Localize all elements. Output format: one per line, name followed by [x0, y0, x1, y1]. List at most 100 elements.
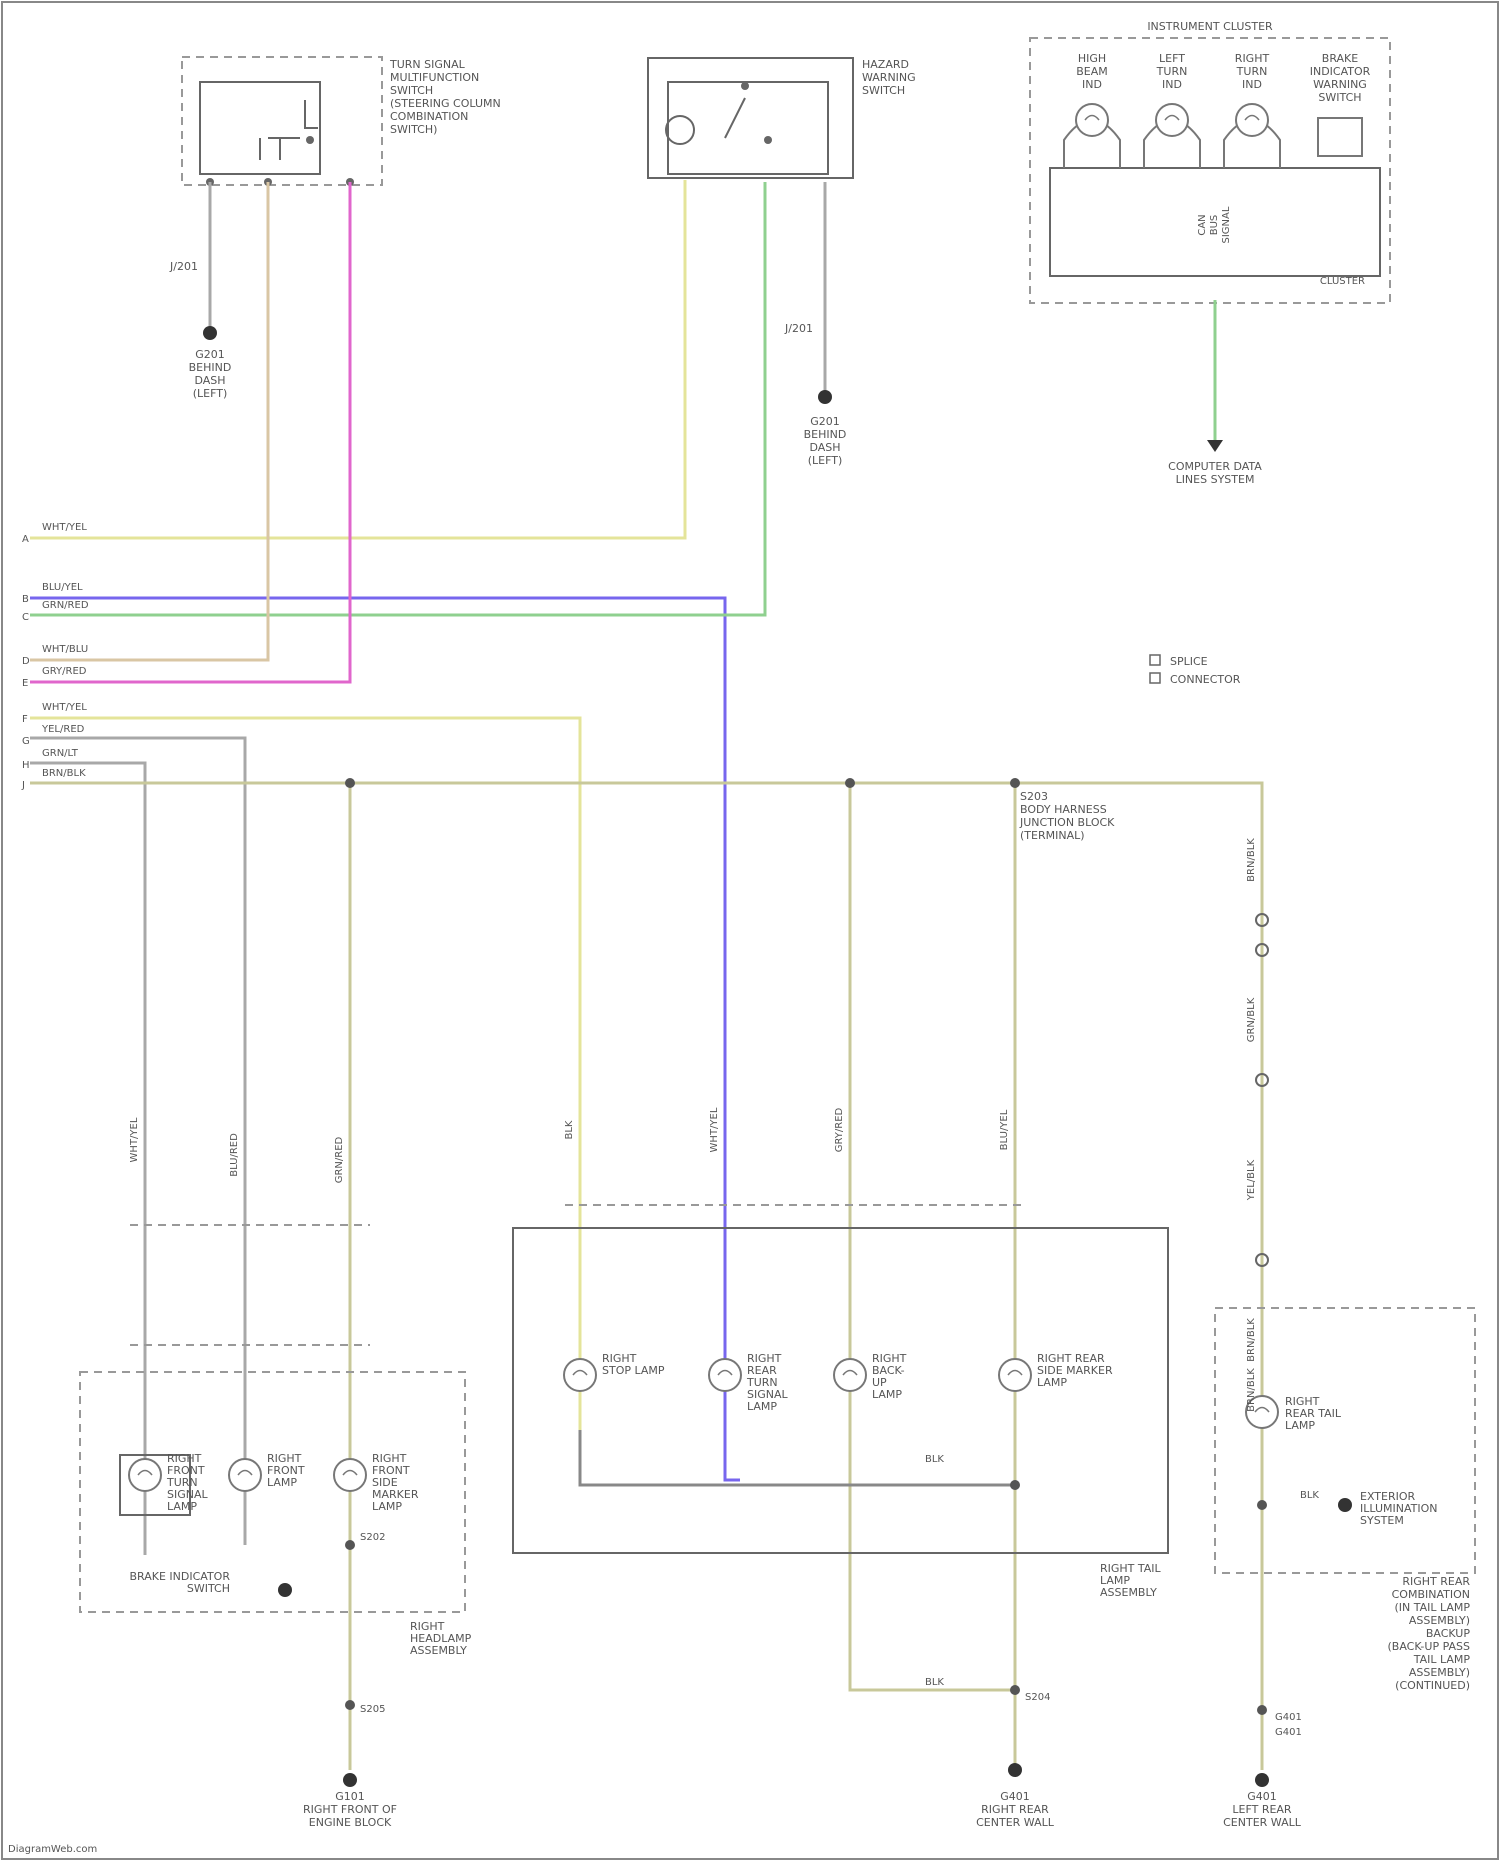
- ground-icon: [203, 326, 217, 340]
- hazard-switch-text: SWITCH: [862, 84, 905, 97]
- bus-wire-label: WHT/YEL: [42, 702, 87, 713]
- wire-vertical-label: GRN/RED: [334, 1136, 345, 1183]
- cluster-item-label: HIGH: [1078, 52, 1106, 65]
- bus-pin-label: C: [22, 612, 29, 623]
- ground-icon: [1255, 1773, 1269, 1787]
- front-lamp-icon: [129, 1459, 161, 1491]
- cluster-item-label: BRAKE: [1322, 52, 1358, 65]
- cluster-item-label: IND: [1082, 78, 1102, 91]
- splice-label: S204: [1025, 1692, 1050, 1703]
- splice-label: S202: [360, 1532, 385, 1543]
- hazard-switch-text: HAZARD: [862, 58, 909, 71]
- ground-label-bottom: CENTER WALL: [1223, 1816, 1302, 1829]
- right-splice-label: BODY HARNESS: [1020, 803, 1107, 816]
- rear-lamp-icon: [834, 1359, 866, 1391]
- cluster-title: INSTRUMENT CLUSTER: [1147, 20, 1273, 33]
- hazard-switch-text: WARNING: [862, 71, 916, 84]
- ground-label-top-middle: DASH: [809, 441, 840, 454]
- blk-label: BLK: [925, 1677, 944, 1688]
- ground-label-bottom: ENGINE BLOCK: [309, 1816, 392, 1829]
- ground-icon: [1338, 1498, 1352, 1512]
- junction-mark: J/201: [784, 322, 813, 335]
- wire-vertical-label: YEL/BLK: [1246, 1159, 1257, 1201]
- far-right-assembly-label: (IN TAIL LAMP: [1394, 1601, 1470, 1614]
- ground-label-bottom: G101: [335, 1790, 365, 1803]
- ground-label-bottom: G401: [1247, 1790, 1277, 1803]
- cluster-item-label: LEFT: [1159, 52, 1185, 65]
- front-lamp-label: LAMP: [267, 1476, 297, 1489]
- wire-vertical-label: GRN/BLK: [1246, 997, 1257, 1042]
- bus-wire-label: WHT/BLU: [42, 644, 88, 655]
- rear-lamp-label: LAMP: [872, 1388, 902, 1401]
- cluster-item-label: RIGHT: [1235, 52, 1270, 65]
- bottom-ground-mark: G401: [1275, 1712, 1302, 1723]
- far-right-assembly-label: ASSEMBLY): [1409, 1666, 1470, 1679]
- front-lamp-label: LAMP: [167, 1500, 197, 1513]
- wire-vertical-label: BRN/BLK: [1246, 1368, 1257, 1412]
- wire-vertical-label: BRN/BLK: [1246, 838, 1257, 882]
- rear-lamp-label: LAMP: [1037, 1376, 1067, 1389]
- wire-vertical-label: BLK: [564, 1120, 575, 1139]
- cluster-module-text: CAN: [1197, 214, 1208, 235]
- legend-splice-label: SPLICE: [1170, 655, 1208, 668]
- turn-signal-switch-text: SWITCH: [390, 84, 433, 97]
- bus-wire-label: WHT/YEL: [42, 522, 87, 533]
- ground-label-top-middle: G201: [810, 415, 840, 428]
- rear-lamp-icon: [709, 1359, 741, 1391]
- ground-icon: [343, 1773, 357, 1787]
- bus-wire-label: BLU/YEL: [42, 582, 83, 593]
- bus-wire-label: BRN/BLK: [42, 768, 86, 779]
- cluster-item-label: IND: [1242, 78, 1262, 91]
- far-right-assembly-label: BACKUP: [1426, 1627, 1471, 1640]
- bus-pin-label: E: [22, 678, 28, 689]
- wire-vertical-label: WHT/YEL: [709, 1107, 720, 1152]
- ground-icon: [1008, 1763, 1022, 1777]
- front-lamp-icon: [229, 1459, 261, 1491]
- far-right-assembly-label: (CONTINUED): [1395, 1679, 1470, 1692]
- far-right-assembly-label: COMBINATION: [1392, 1588, 1470, 1601]
- wire-vertical-label: GRY/RED: [834, 1107, 845, 1152]
- cluster-item-label: BEAM: [1076, 65, 1108, 78]
- bus-wire-label: GRN/LT: [42, 748, 79, 759]
- bus-pin-label: B: [22, 594, 29, 605]
- ground-label-top-middle: BEHIND: [804, 428, 847, 441]
- turn-signal-switch-text: TURN SIGNAL: [389, 58, 466, 71]
- rear-assembly-label: ASSEMBLY: [1100, 1586, 1157, 1599]
- far-right-lamp-label: LAMP: [1285, 1419, 1315, 1432]
- legend-connector-label: CONNECTOR: [1170, 673, 1241, 686]
- turn-signal-switch-text: COMBINATION: [390, 110, 468, 123]
- far-right-assembly-label: TAIL LAMP: [1413, 1653, 1471, 1666]
- rear-lamp-icon: [999, 1359, 1031, 1391]
- cluster-module-text: BUS: [1209, 215, 1220, 236]
- cluster-module-text: SIGNAL: [1221, 206, 1232, 243]
- bus-pin-label: G: [22, 736, 30, 747]
- ground-icon: [818, 390, 832, 404]
- ground-label-top-left: G201: [195, 348, 225, 361]
- wire-vertical-label: BRN/BLK: [1246, 1318, 1257, 1362]
- bus-pin-label: D: [22, 656, 30, 667]
- right-splice-label: S203: [1020, 790, 1048, 803]
- ground-label-top-middle: (LEFT): [808, 454, 843, 467]
- rear-lamp-icon: [564, 1359, 596, 1391]
- ground-icon: [278, 1583, 292, 1597]
- ground-label-top-left: (LEFT): [193, 387, 228, 400]
- bus-wire-label: GRN/RED: [42, 600, 89, 611]
- far-right-assembly-label: ASSEMBLY): [1409, 1614, 1470, 1627]
- front-lamp-icon: [334, 1459, 366, 1491]
- cluster-id: CLUSTER: [1320, 276, 1365, 287]
- cluster-link-text: LINES SYSTEM: [1176, 473, 1255, 486]
- cluster-item-label: SWITCH: [1318, 91, 1361, 104]
- right-splice-label: (TERMINAL): [1020, 829, 1085, 842]
- cluster-indicator-icon: [1236, 104, 1268, 136]
- cluster-item-label: INDICATOR: [1310, 65, 1371, 78]
- bus-pin-label: F: [22, 714, 28, 725]
- turn-signal-switch-text: SWITCH): [390, 123, 437, 136]
- wire-vertical-label: BLU/RED: [229, 1133, 240, 1177]
- cluster-item-label: TURN: [1156, 65, 1188, 78]
- ground-label-bottom: LEFT REAR: [1232, 1803, 1292, 1816]
- front-lamp-label: LAMP: [372, 1500, 402, 1513]
- cluster-link-text: COMPUTER DATA: [1168, 460, 1262, 473]
- cluster-item-label: IND: [1162, 78, 1182, 91]
- turn-signal-switch-text: (STEERING COLUMN: [390, 97, 501, 110]
